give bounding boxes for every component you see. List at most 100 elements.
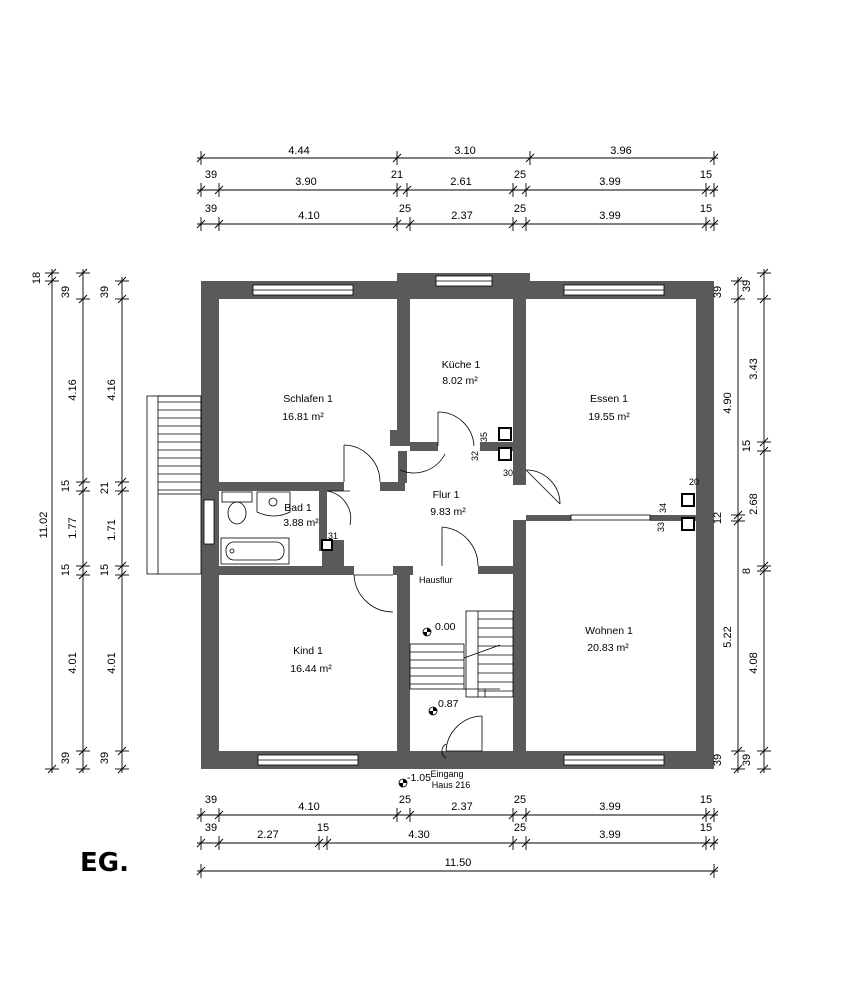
dim-top-1-b: 3.10 — [454, 145, 475, 157]
dim-bot-1-tick-4 — [508, 810, 518, 820]
dims-left-mid: 39 4.16 15 1.77 15 4.01 39 — [60, 286, 79, 764]
dim-right-outer-tick-1 — [759, 294, 769, 304]
dim-top-2-tick-2 — [392, 185, 402, 195]
dim-top-3-f: 3.99 — [599, 210, 620, 222]
room-labels: Schlafen 1 16.81 m² Küche 1 8.02 m² Esse… — [282, 359, 633, 790]
dim-bot-1-a: 39 — [205, 794, 217, 806]
dim-top-2-tick-3 — [402, 185, 412, 195]
dim-top-2-tick-7 — [709, 185, 719, 195]
dim-bot-2-tick-4 — [508, 838, 518, 848]
dim-top-2-e: 25 — [514, 169, 526, 181]
dim-left-inner-e: 15 — [99, 564, 111, 576]
dim-left-inner-tick-0 — [117, 276, 127, 286]
dim-bot-3-tick-0 — [196, 866, 206, 876]
dim-top-3-e: 25 — [514, 203, 526, 215]
dim-left-inner-d: 1.71 — [106, 519, 118, 540]
dim-right-inner-tick-3 — [733, 516, 743, 526]
room-area-kind: 16.44 m² — [290, 663, 332, 675]
dim-left-outer-a: 18 — [31, 272, 43, 284]
dim-left-mid-tick-2 — [78, 477, 88, 487]
dim-top-3-tick-1 — [214, 219, 224, 229]
dim-left-inner-tick-7 — [117, 764, 127, 774]
dim-top-3-d: 2.37 — [451, 210, 472, 222]
dims-left-inner: 39 4.16 21 1.71 15 4.01 39 — [99, 286, 118, 764]
dim-top-3-a: 39 — [205, 203, 217, 215]
dims-bottom-row-1: 39 4.10 25 2.37 25 3.99 15 — [205, 794, 712, 813]
room-area-essen: 19.55 m² — [588, 411, 630, 423]
windows — [203, 275, 665, 766]
dim-top-2-tick-6 — [701, 185, 711, 195]
dim-left-mid-tick-0 — [78, 268, 88, 278]
dim-top-1-tick-1 — [392, 153, 402, 163]
dim-bot-1-d: 2.37 — [451, 801, 472, 813]
room-name-kueche: Küche 1 — [442, 359, 481, 371]
dim-bot-2-tick-5 — [521, 838, 531, 848]
dim-left-inner-tick-4 — [117, 561, 127, 571]
dim-right-outer-tick-0 — [759, 268, 769, 278]
dim-left-mid-tick-5 — [78, 570, 88, 580]
dim-top-1-a: 4.44 — [288, 145, 309, 157]
dim-left-outer-tick-1 — [47, 276, 57, 286]
room-area-flur: 9.83 m² — [430, 506, 466, 518]
room-name-bad: Bad 1 — [284, 502, 312, 514]
dim-bot-2-tick-0 — [196, 838, 206, 848]
dim-right-inner-tick-5 — [733, 764, 743, 774]
room-name-wohnen: Wohnen 1 — [585, 625, 633, 637]
dim-left-inner-b: 4.16 — [106, 379, 118, 400]
dim-right-inner-d: 5.22 — [722, 626, 734, 647]
dim-bot-2-tick-7 — [709, 838, 719, 848]
dim-right-outer-b: 3.43 — [748, 358, 760, 379]
dim-top-2-b: 3.90 — [295, 176, 316, 188]
plan-title: EG. — [80, 848, 129, 878]
dim-left-inner-tick-3 — [117, 486, 127, 496]
dim-top-3-g: 15 — [700, 203, 712, 215]
dim-top-3-tick-3 — [405, 219, 415, 229]
level-value-3: -1.05 — [407, 772, 431, 784]
dim-bot-1-g: 15 — [700, 794, 712, 806]
entrance-label: Eingang — [430, 769, 463, 779]
dim-right-inner-tick-2 — [733, 510, 743, 520]
dim-left-inner-tick-5 — [117, 570, 127, 580]
exterior-walls — [201, 273, 714, 769]
dim-bot-3-tick-1 — [709, 866, 719, 876]
dim-bot-2-tick-2 — [314, 838, 324, 848]
dims-bottom-row-2: 39 2.27 15 4.30 25 3.99 15 — [205, 822, 712, 841]
room-name-hausflur: Hausflur — [419, 575, 453, 585]
dimension-lines — [45, 151, 771, 878]
dims-top-row-1: 4.44 3.10 3.96 — [288, 145, 631, 157]
dim-left-inner-c: 21 — [99, 482, 111, 494]
dim-bot-1-tick-1 — [214, 810, 224, 820]
dim-top-1-tick-2 — [525, 153, 535, 163]
dim-left-inner-g: 39 — [99, 752, 111, 764]
dim-top-3-tick-6 — [701, 219, 711, 229]
dim-left-mid-a: 39 — [60, 286, 72, 298]
dim-left-mid-d: 1.77 — [67, 517, 79, 538]
dims-top-row-3: 39 4.10 25 2.37 25 3.99 15 — [205, 203, 712, 222]
dim-bot-2-c: 15 — [317, 822, 329, 834]
room-area-wohnen: 20.83 m² — [587, 642, 629, 654]
dim-top-2-tick-4 — [508, 185, 518, 195]
dim-top-3-tick-2 — [392, 219, 402, 229]
dim-left-mid-b: 4.16 — [67, 379, 79, 400]
interior-walls — [219, 285, 696, 756]
dim-right-outer-tick-7 — [759, 764, 769, 774]
room-area-kueche: 8.02 m² — [442, 375, 478, 387]
room-area-bad: 3.88 m² — [283, 517, 319, 529]
entrance-sub-label: Haus 216 — [432, 780, 471, 790]
dim-top-3-b: 4.10 — [298, 210, 319, 222]
dim-top-2-f: 3.99 — [599, 176, 620, 188]
interior-dimensions: 35 32 30 31 20 34 33 — [328, 432, 699, 541]
dim-top-1-tick-3 — [709, 153, 719, 163]
dim-right-inner-c: 12 — [712, 512, 724, 524]
dim-left-inner-f: 4.01 — [106, 652, 118, 673]
level-value-1: 0.00 — [435, 621, 456, 633]
dim-right-inner-tick-4 — [733, 746, 743, 756]
dim-bot-2-d: 4.30 — [408, 829, 429, 841]
dim-bot-1-tick-2 — [392, 810, 402, 820]
dim-right-outer-tick-3 — [759, 446, 769, 456]
dim-top-3-tick-0 — [196, 219, 206, 229]
dim-left-mid-tick-1 — [78, 294, 88, 304]
dim-right-outer-tick-4 — [759, 561, 769, 571]
dim-top-2-d: 2.61 — [450, 176, 471, 188]
dim-bot-1-tick-0 — [196, 810, 206, 820]
